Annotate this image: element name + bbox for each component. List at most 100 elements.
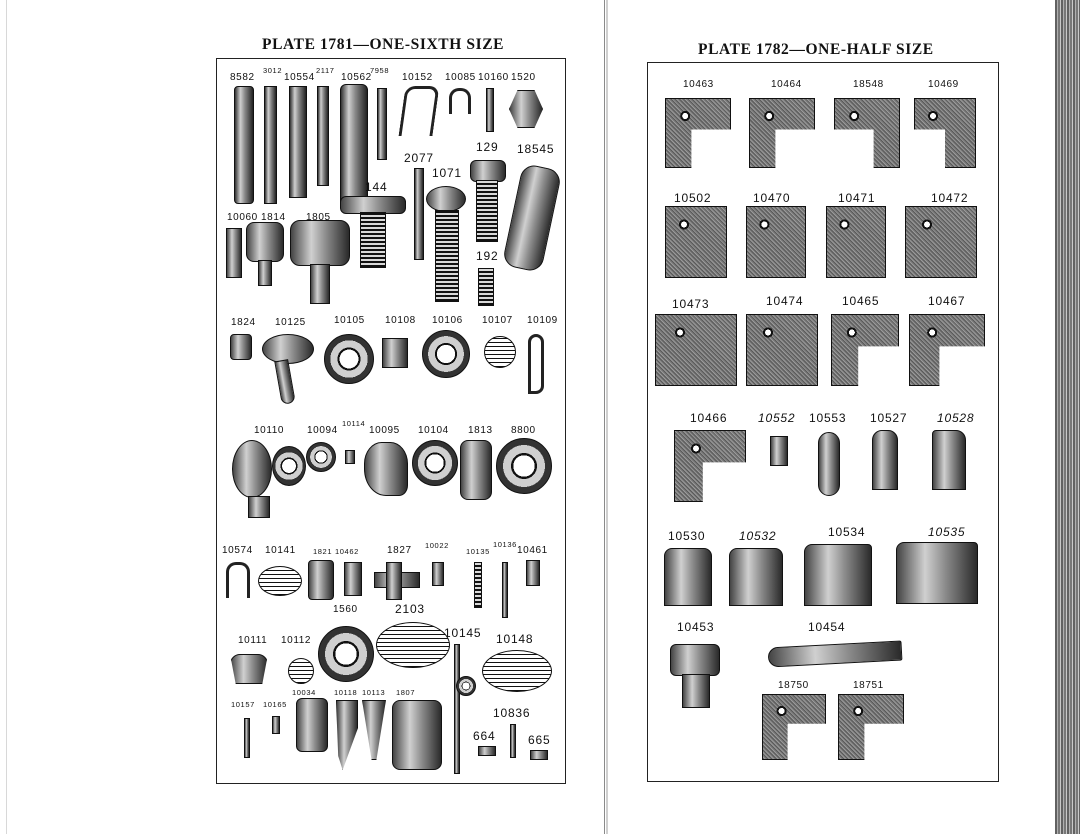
cam-part <box>364 442 408 496</box>
part-label: 10463 <box>683 79 714 90</box>
part-label: 10502 <box>674 191 712 205</box>
part-label: 1071 <box>432 166 462 180</box>
throat-plate-part <box>746 206 806 278</box>
part-label: 10472 <box>931 191 969 205</box>
wire-loop-part <box>226 562 250 598</box>
left-plate-frame <box>216 58 566 784</box>
throat-plate-part <box>905 206 977 278</box>
part-label: 10113 <box>362 688 386 697</box>
part-label: 1827 <box>387 545 412 556</box>
pin-part <box>510 724 516 758</box>
part-label: 10464 <box>771 79 802 90</box>
coil-spring-part <box>376 622 450 668</box>
part-label: 10462 <box>335 547 359 556</box>
part-label: 10554 <box>284 72 315 83</box>
stud-part <box>682 674 710 708</box>
small-screw-part <box>478 746 496 756</box>
part-label: 10474 <box>766 294 804 308</box>
part-label: 10466 <box>690 411 728 425</box>
part-label: 1814 <box>261 212 286 223</box>
part-label: 10141 <box>265 545 296 556</box>
part-label: 10060 <box>227 212 258 223</box>
part-label: 10109 <box>527 315 558 326</box>
part-label: 10465 <box>842 294 880 308</box>
small-pin-part <box>345 450 355 464</box>
collar-part <box>290 220 350 266</box>
knob-part <box>230 334 252 360</box>
throat-plate-part <box>665 206 727 278</box>
threaded-rod-part <box>474 562 482 608</box>
rod-part <box>377 88 387 160</box>
spring-part <box>288 658 314 684</box>
spring-part <box>258 566 302 596</box>
part-label: 10160 <box>478 72 509 83</box>
washer-part <box>324 334 374 384</box>
part-label: 10114 <box>342 419 366 428</box>
hex-nut-part <box>509 90 543 128</box>
rod-part <box>340 84 368 204</box>
pin-part <box>486 88 494 132</box>
part-label: 10108 <box>385 315 416 326</box>
part-label: 10152 <box>402 72 433 83</box>
washer-part <box>496 438 552 494</box>
washer-part <box>422 330 470 378</box>
block-part <box>382 338 408 368</box>
small-stud-part <box>526 560 540 586</box>
part-label: 10148 <box>496 632 534 646</box>
small-stud-part <box>432 562 444 586</box>
cap-part <box>230 654 268 684</box>
part-label: 10145 <box>444 626 482 640</box>
small-screw-part <box>478 268 494 306</box>
part-label: 1520 <box>511 72 536 83</box>
spring-part <box>484 336 516 368</box>
part-label: 144 <box>365 180 388 194</box>
feed-dog-part <box>932 430 966 490</box>
part-label: 10107 <box>482 315 513 326</box>
part-label: 10453 <box>677 620 715 634</box>
feed-dog-part <box>804 544 872 606</box>
feed-dog-part <box>729 548 783 606</box>
part-label: 8800 <box>511 425 536 436</box>
part-label: 10034 <box>292 688 316 697</box>
washer-part <box>306 442 336 472</box>
book-gutter-shadow <box>604 0 605 834</box>
part-label: 3012 <box>263 66 283 75</box>
screw-thread-part <box>476 180 498 242</box>
part-label: 10553 <box>809 411 847 425</box>
collar-part <box>246 222 284 262</box>
knurled-knob-part <box>670 644 720 676</box>
part-label: 10106 <box>432 315 463 326</box>
part-label: 1821 <box>313 547 333 556</box>
part-label: 7958 <box>370 66 390 75</box>
stud-part <box>386 562 402 600</box>
rod-part <box>264 86 277 204</box>
part-label: 10528 <box>937 411 975 425</box>
part-label: 10534 <box>828 525 866 539</box>
block-part <box>770 436 788 466</box>
rod-part <box>289 86 307 198</box>
wire-loop-part <box>449 88 471 114</box>
stud-part <box>226 228 242 278</box>
small-pin-part <box>272 716 280 734</box>
collar-part <box>392 700 442 770</box>
book-page-edge <box>1055 0 1080 834</box>
pin-part <box>414 168 424 260</box>
collar-part <box>460 440 492 500</box>
throat-plate-part <box>826 206 886 278</box>
long-screw-part <box>435 210 459 302</box>
washer-part <box>272 446 306 486</box>
part-label: 1560 <box>333 604 358 615</box>
part-label: 10111 <box>238 635 268 646</box>
pin-part <box>502 562 508 618</box>
part-label: 1807 <box>396 688 416 697</box>
feed-dog-part <box>664 548 712 606</box>
part-label: 10574 <box>222 545 253 556</box>
part-label: 665 <box>528 733 551 747</box>
part-label: 10527 <box>870 411 908 425</box>
collar-part <box>296 698 328 752</box>
right-plate-frame <box>647 62 999 782</box>
throat-plate-part <box>655 314 737 386</box>
part-label: 10467 <box>928 294 966 308</box>
tension-assembly-part <box>232 440 272 498</box>
knurled-wheel-part <box>318 626 374 682</box>
